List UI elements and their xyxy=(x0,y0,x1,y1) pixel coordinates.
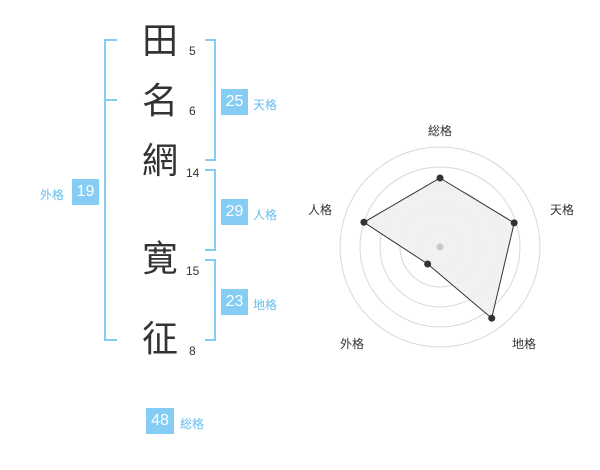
radar-axis-label-soukaku: 総格 xyxy=(427,124,452,138)
gaikaku-label: 外格 xyxy=(40,188,65,202)
radar-point-4 xyxy=(424,260,432,268)
gaikaku-value-badge: 19 xyxy=(72,179,99,205)
name-char-4: 寛 xyxy=(141,239,178,280)
jinkaku-label: 人格 xyxy=(253,208,278,222)
jinkaku-value-badge: 29 xyxy=(221,199,248,225)
gaikaku-bracket xyxy=(104,39,117,341)
name-char-1: 田 xyxy=(141,21,178,62)
radar-axis-label-chikaku: 地格 xyxy=(511,337,536,351)
radar-axis-label-gaikaku: 外格 xyxy=(339,337,364,351)
tenkaku-bracket xyxy=(205,39,216,161)
tenkaku-label: 天格 xyxy=(253,98,278,112)
stroke-count-2: 6 xyxy=(189,104,196,118)
radar-axis-label-tenkaku: 天格 xyxy=(549,203,574,217)
radar-center-dot xyxy=(436,243,444,251)
stroke-count-3: 14 xyxy=(186,166,200,180)
radar-point-2 xyxy=(510,219,518,227)
radar-point-1 xyxy=(436,174,444,182)
chikaku-bracket xyxy=(205,259,216,341)
tenkaku-value-badge: 25 xyxy=(221,89,248,115)
name-char-5: 征 xyxy=(141,319,178,360)
chikaku-label: 地格 xyxy=(253,298,278,312)
chikaku-value-badge: 23 xyxy=(221,289,248,315)
soukaku-value-badge: 48 xyxy=(146,408,174,434)
jinkaku-bracket xyxy=(205,169,216,251)
radar-point-3 xyxy=(488,314,496,322)
stroke-count-5: 8 xyxy=(189,344,196,358)
radar-point-5 xyxy=(360,218,368,226)
stroke-count-4: 15 xyxy=(186,264,200,278)
soukaku-label: 総格 xyxy=(180,417,205,431)
radar-grid-ring-5 xyxy=(339,146,541,348)
name-char-2: 名 xyxy=(141,81,178,122)
name-char-3: 網 xyxy=(141,141,178,182)
radar-axis-label-jinkaku: 人格 xyxy=(307,203,332,217)
stroke-count-1: 5 xyxy=(189,44,196,58)
radar-grid-ring-4 xyxy=(359,166,521,328)
